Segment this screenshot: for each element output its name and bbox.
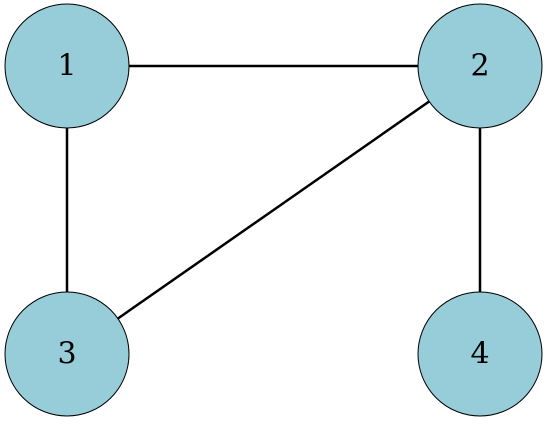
node-label-2: 2 [470,49,489,84]
node-2: 2 [417,3,543,129]
node-label-1: 1 [57,49,76,84]
edges-layer [65,64,482,356]
node-circle-3 [4,291,130,417]
edge-2-3 [66,64,481,356]
node-circle-2 [417,3,543,129]
node-3: 3 [4,291,130,417]
node-label-3: 3 [57,337,76,372]
node-circle-4 [417,291,543,417]
nodes-layer: 1 2 3 4 [4,3,543,417]
node-4: 4 [417,291,543,417]
node-circle-1 [4,3,130,129]
node-1: 1 [4,3,130,129]
node-label-4: 4 [470,337,489,372]
